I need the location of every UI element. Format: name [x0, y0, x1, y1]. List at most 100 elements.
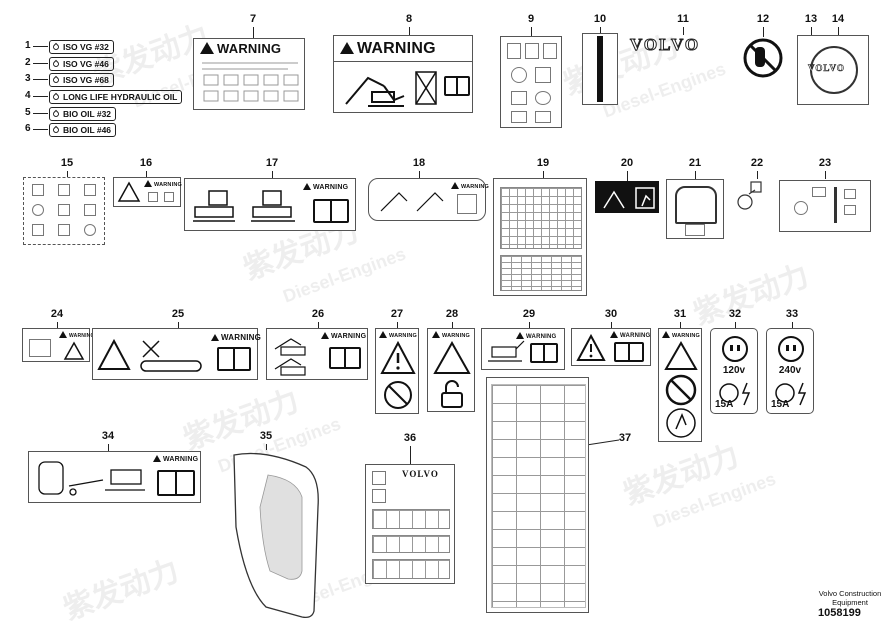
oil-drop-icon [51, 125, 61, 135]
oil-label-long-life: LONG LIFE HYDRAULIC OIL [49, 90, 183, 104]
excavator-hazard-icon [488, 340, 525, 362]
label-7-warning: WARNING [193, 38, 305, 110]
label-21-cab-decal [666, 179, 724, 239]
watermark-cn: 紫发动力 [689, 259, 814, 332]
warning-triangle-icon [200, 42, 214, 54]
symbol-row [372, 509, 450, 529]
callout-28: 28 [445, 308, 459, 320]
callout-19: 19 [536, 157, 550, 169]
label-28-warning: WARNING [427, 328, 475, 412]
warning-triangle-icon [379, 331, 387, 338]
leader-line [318, 322, 319, 328]
symbol-icon [372, 489, 386, 503]
symbol-icon [844, 189, 856, 199]
leader-line [146, 171, 147, 177]
label-33-power-outlet: 240v 15A [766, 328, 814, 414]
watermark-en: Diesel-Engines [600, 58, 729, 122]
leader-line [33, 46, 48, 47]
callout-8: 8 [405, 13, 413, 25]
manual-book-icon [313, 199, 349, 223]
leader-line [763, 27, 764, 37]
prohibition-icon [384, 381, 412, 409]
label-22-small-decal [737, 181, 762, 210]
symbol-icon [84, 184, 96, 196]
symbol-icon [148, 192, 158, 202]
symbol-icon [844, 205, 856, 215]
label-32-power-outlet: 120v 15A [710, 328, 758, 414]
symbol-icon [32, 184, 44, 196]
warning-triangle-icon [144, 180, 152, 187]
callout-17: 17 [265, 157, 279, 169]
callout-15: 15 [60, 157, 74, 169]
load-chart-grid [500, 187, 582, 249]
leader-line [452, 322, 453, 328]
oil-label-bio-32: BIO OIL #32 [49, 107, 117, 121]
hazard-triangle-icon [664, 341, 698, 370]
leader-line [529, 322, 530, 328]
leader-line [33, 129, 48, 130]
callout-16: 16 [139, 157, 153, 169]
volvo-wordmark: VOLVO [402, 469, 439, 479]
divider [334, 61, 472, 62]
warning-triangle-icon [321, 332, 329, 339]
no-access-icon [140, 340, 202, 372]
leader-line [611, 322, 612, 328]
callout-9: 9 [527, 13, 535, 25]
leader-line [266, 444, 267, 450]
electrical-hazard-icon [719, 382, 751, 406]
callout-37: 37 [618, 432, 632, 444]
callout-36: 36 [403, 432, 417, 444]
leader-line [683, 27, 684, 35]
label-13-14-badge: VOLVO [797, 35, 869, 105]
callout-24: 24 [50, 308, 64, 320]
warning-triangle-icon [211, 334, 219, 341]
callout-1: 1 [25, 40, 31, 51]
callout-2: 2 [25, 57, 31, 68]
leader-line [757, 171, 758, 179]
label-29-warning: WARNING [481, 328, 565, 370]
callout-7: 7 [249, 13, 257, 25]
symbol-icon [58, 184, 70, 196]
outlet-amperage: 15A [771, 399, 790, 410]
leader-line [272, 171, 273, 178]
label-15-icon-sheet [23, 177, 105, 245]
volvo-logo: VOLVO [629, 35, 701, 55]
outlet-voltage: 120v [722, 365, 746, 376]
excavator-hazard-icon [345, 76, 405, 107]
volvo-badge-text: VOLVO [808, 63, 845, 74]
symbol-icon [535, 111, 551, 123]
warning-triangle-icon [340, 42, 354, 54]
leader-line [543, 171, 544, 179]
symbol-icon [84, 224, 96, 236]
symbol-icon [58, 224, 70, 236]
label-17-warning: WARNING [184, 178, 356, 231]
symbol-icon [525, 43, 539, 59]
unlock-icon [441, 380, 463, 408]
callout-20: 20 [620, 157, 634, 169]
no-entry-icon [415, 71, 437, 105]
symbol-icon [535, 67, 551, 83]
power-outlet-icon [722, 336, 748, 362]
oil-label-bio-46: BIO OIL #46 [49, 123, 117, 137]
warning-triangle-icon [610, 331, 618, 338]
symbol-icon [794, 201, 808, 215]
electrical-hazard-icon [775, 382, 807, 406]
outlet-voltage: 240v [778, 365, 802, 376]
warning-header: WARNING [662, 331, 700, 339]
leader-line [33, 79, 48, 80]
watermark-cn: 紫发动力 [179, 384, 304, 457]
symbol-icon [58, 204, 70, 216]
leader-line [33, 113, 48, 114]
manual-book-icon [444, 76, 470, 96]
label-37-fuse-chart [486, 377, 589, 613]
symbol-icon [372, 471, 386, 485]
oil-drop-icon [51, 109, 61, 119]
footer-block: Volvo Construction Equipment [815, 589, 885, 607]
leader-line [419, 171, 420, 179]
leader-line [825, 171, 826, 179]
load-chart-table [500, 255, 582, 291]
callout-21: 21 [688, 157, 702, 169]
hazard-triangle-icon [576, 334, 606, 361]
control-pattern-diagram [202, 62, 299, 102]
warning-header: WARNING [451, 182, 489, 190]
